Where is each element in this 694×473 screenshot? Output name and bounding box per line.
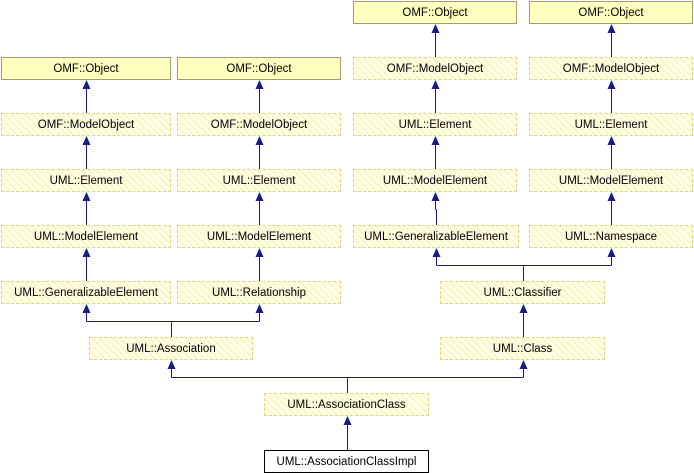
edge-clsf-to-ge-c-arrowhead <box>432 248 441 257</box>
edge-mo-c-to-obj-c-arrowhead <box>431 24 440 33</box>
edge-me-b-to-el-b-arrowhead <box>255 192 264 201</box>
class-node-me-d[interactable]: UML::ModelElement <box>529 169 693 192</box>
edge-ge-a-to-me-a-arrowhead <box>82 248 91 257</box>
edge-rel-to-me-b-arrowhead <box>255 248 264 257</box>
class-node-ac[interactable]: UML::AssociationClass <box>264 393 429 416</box>
class-node-mo-b[interactable]: OMF::ModelObject <box>177 113 341 136</box>
class-node-obj-b[interactable]: OMF::Object <box>177 57 341 80</box>
edge-mo-a-to-obj-a-arrowhead <box>82 80 91 89</box>
class-node-el-c[interactable]: UML::Element <box>353 113 517 136</box>
class-node-el-a[interactable]: UML::Element <box>1 169 171 192</box>
class-node-aci: UML::AssociationClassImpl <box>264 450 429 473</box>
edge-ns-to-me-d-arrowhead <box>607 192 616 201</box>
edge-cls-to-clsf-arrowhead <box>519 304 528 313</box>
edge-clsf-to-ns-arrowhead <box>607 248 616 257</box>
edge-el-c-to-mo-c-arrowhead <box>431 80 440 89</box>
edge-el-b-to-mo-b-arrowhead <box>255 136 264 145</box>
class-node-mo-c[interactable]: OMF::ModelObject <box>353 57 517 80</box>
class-node-me-a[interactable]: UML::ModelElement <box>1 225 171 248</box>
class-node-assoc[interactable]: UML::Association <box>89 337 253 360</box>
class-node-ge-c[interactable]: UML::GeneralizableElement <box>353 225 519 248</box>
class-node-obj-c[interactable]: OMF::Object <box>353 1 517 24</box>
class-node-me-c[interactable]: UML::ModelElement <box>353 169 517 192</box>
edge-me-c-to-el-c-arrowhead <box>431 136 440 145</box>
class-node-obj-d[interactable]: OMF::Object <box>529 1 693 24</box>
edge-mo-b-to-obj-b-arrowhead <box>255 80 264 89</box>
edge-el-d-to-mo-d-arrowhead <box>607 80 616 89</box>
class-node-cls[interactable]: UML::Class <box>440 337 605 360</box>
class-node-mo-d[interactable]: OMF::ModelObject <box>529 57 693 80</box>
class-node-el-b[interactable]: UML::Element <box>177 169 341 192</box>
edge-me-d-to-el-d-arrowhead <box>607 136 616 145</box>
class-node-rel[interactable]: UML::Relationship <box>177 281 341 304</box>
class-node-me-b[interactable]: UML::ModelElement <box>177 225 341 248</box>
edge-ac-to-cls-arrowhead <box>519 360 528 369</box>
edge-ge-c-to-me-c-arrowhead <box>431 192 440 201</box>
edge-aci-to-ac-arrowhead <box>343 416 352 425</box>
edge-assoc-to-rel-arrowhead <box>255 304 264 313</box>
edge-assoc-to-ge-a-arrowhead <box>82 304 91 313</box>
class-node-ns[interactable]: UML::Namespace <box>529 225 693 248</box>
class-node-el-d[interactable]: UML::Element <box>529 113 693 136</box>
class-node-clsf[interactable]: UML::Classifier <box>440 281 605 304</box>
edge-mo-d-to-obj-d-arrowhead <box>607 24 616 33</box>
edge-el-a-to-mo-a-arrowhead <box>82 136 91 145</box>
class-node-mo-a[interactable]: OMF::ModelObject <box>1 113 171 136</box>
edge-ac-to-assoc-arrowhead <box>167 360 176 369</box>
class-node-obj-a[interactable]: OMF::Object <box>1 57 171 80</box>
class-node-ge-a[interactable]: UML::GeneralizableElement <box>1 281 171 304</box>
edge-me-a-to-el-a-arrowhead <box>82 192 91 201</box>
